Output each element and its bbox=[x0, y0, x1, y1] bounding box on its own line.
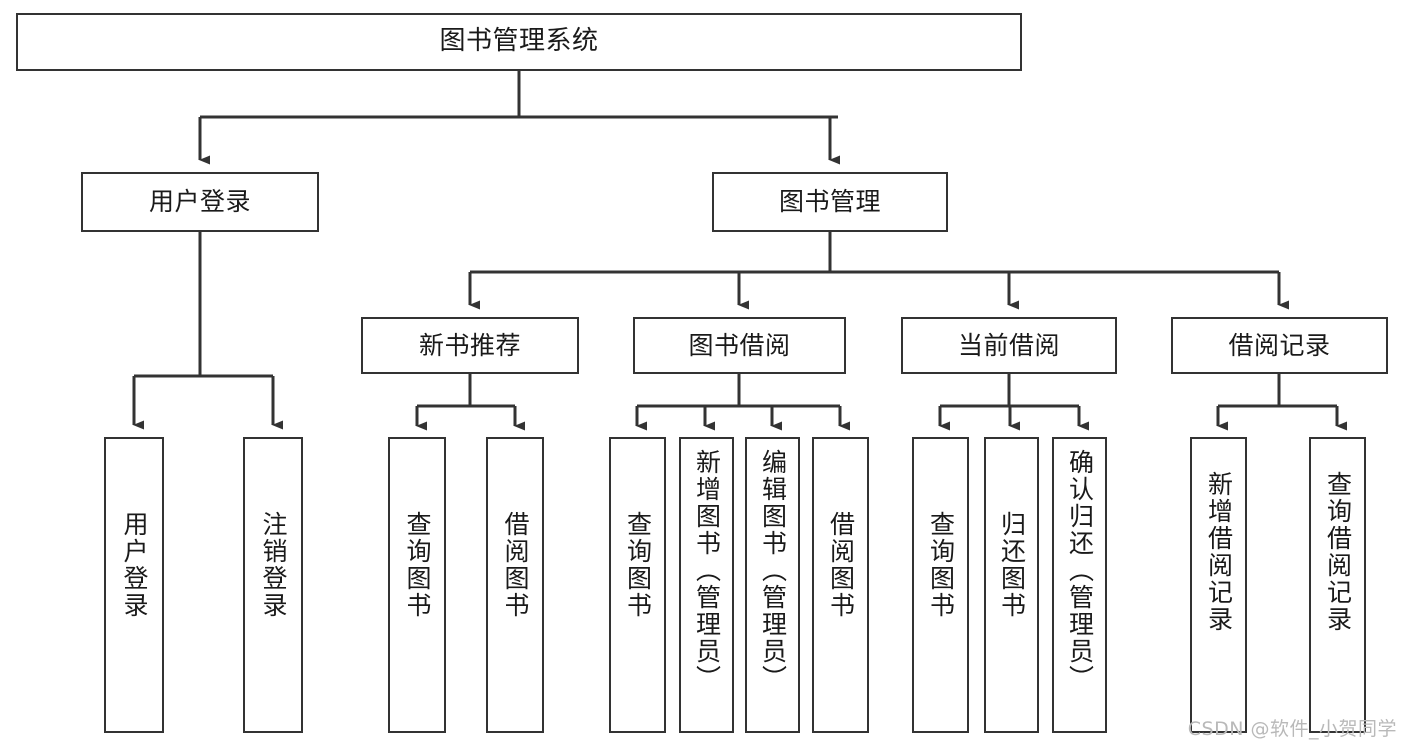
node-leaf-add-record-label: 新增借阅记录 bbox=[1204, 471, 1234, 633]
node-new-book-recommend-label: 新书推荐 bbox=[418, 330, 521, 360]
node-leaf-return-book[interactable]: 归还图书 bbox=[984, 437, 1039, 733]
node-leaf-query-record-label: 查询借阅记录 bbox=[1323, 471, 1353, 633]
watermark-text: CSDN @软件_小贺同学 bbox=[1187, 718, 1397, 740]
node-book-borrow[interactable]: 图书借阅 bbox=[633, 317, 846, 374]
node-root[interactable]: 图书管理系统 bbox=[16, 13, 1022, 71]
node-leaf-add-book[interactable]: 新增图书（管理员） bbox=[679, 437, 734, 733]
node-leaf-confirm-return-label: 确认归还（管理员） bbox=[1065, 449, 1095, 692]
node-leaf-borrow-book-2-label: 借阅图书 bbox=[826, 511, 856, 619]
node-leaf-query-book-2[interactable]: 查询图书 bbox=[609, 437, 666, 733]
node-leaf-return-book-label: 归还图书 bbox=[997, 511, 1027, 619]
node-leaf-query-book-2-label: 查询图书 bbox=[623, 511, 653, 619]
node-user-login-label: 用户登录 bbox=[148, 187, 251, 216]
node-leaf-edit-book[interactable]: 编辑图书（管理员） bbox=[745, 437, 800, 733]
node-leaf-query-book-3-label: 查询图书 bbox=[926, 511, 956, 619]
node-leaf-logout-label: 注销登录 bbox=[259, 511, 288, 619]
node-user-login[interactable]: 用户登录 bbox=[81, 172, 319, 232]
node-root-label: 图书管理系统 bbox=[439, 26, 599, 57]
node-borrow-record-label: 借阅记录 bbox=[1228, 330, 1331, 360]
node-leaf-borrow-book-2[interactable]: 借阅图书 bbox=[812, 437, 869, 733]
node-leaf-add-record[interactable]: 新增借阅记录 bbox=[1190, 437, 1247, 733]
node-leaf-confirm-return[interactable]: 确认归还（管理员） bbox=[1052, 437, 1107, 733]
node-leaf-add-book-label: 新增图书（管理员） bbox=[692, 449, 722, 692]
node-leaf-user-login-label: 用户登录 bbox=[120, 511, 149, 619]
node-book-manage-label: 图书管理 bbox=[778, 187, 881, 216]
node-book-borrow-label: 图书借阅 bbox=[688, 330, 791, 360]
node-current-borrow-label: 当前借阅 bbox=[957, 330, 1060, 360]
node-leaf-borrow-book-1[interactable]: 借阅图书 bbox=[486, 437, 544, 733]
node-leaf-borrow-book-1-label: 借阅图书 bbox=[501, 511, 530, 619]
node-leaf-query-book-1[interactable]: 查询图书 bbox=[388, 437, 446, 733]
node-leaf-logout[interactable]: 注销登录 bbox=[243, 437, 303, 733]
node-borrow-record[interactable]: 借阅记录 bbox=[1171, 317, 1388, 374]
node-book-manage[interactable]: 图书管理 bbox=[712, 172, 948, 232]
node-leaf-user-login[interactable]: 用户登录 bbox=[104, 437, 164, 733]
node-leaf-query-book-3[interactable]: 查询图书 bbox=[912, 437, 969, 733]
node-current-borrow[interactable]: 当前借阅 bbox=[901, 317, 1117, 374]
node-new-book-recommend[interactable]: 新书推荐 bbox=[361, 317, 579, 374]
node-leaf-edit-book-label: 编辑图书（管理员） bbox=[758, 449, 788, 692]
node-leaf-query-record[interactable]: 查询借阅记录 bbox=[1309, 437, 1366, 733]
node-leaf-query-book-1-label: 查询图书 bbox=[403, 511, 432, 619]
